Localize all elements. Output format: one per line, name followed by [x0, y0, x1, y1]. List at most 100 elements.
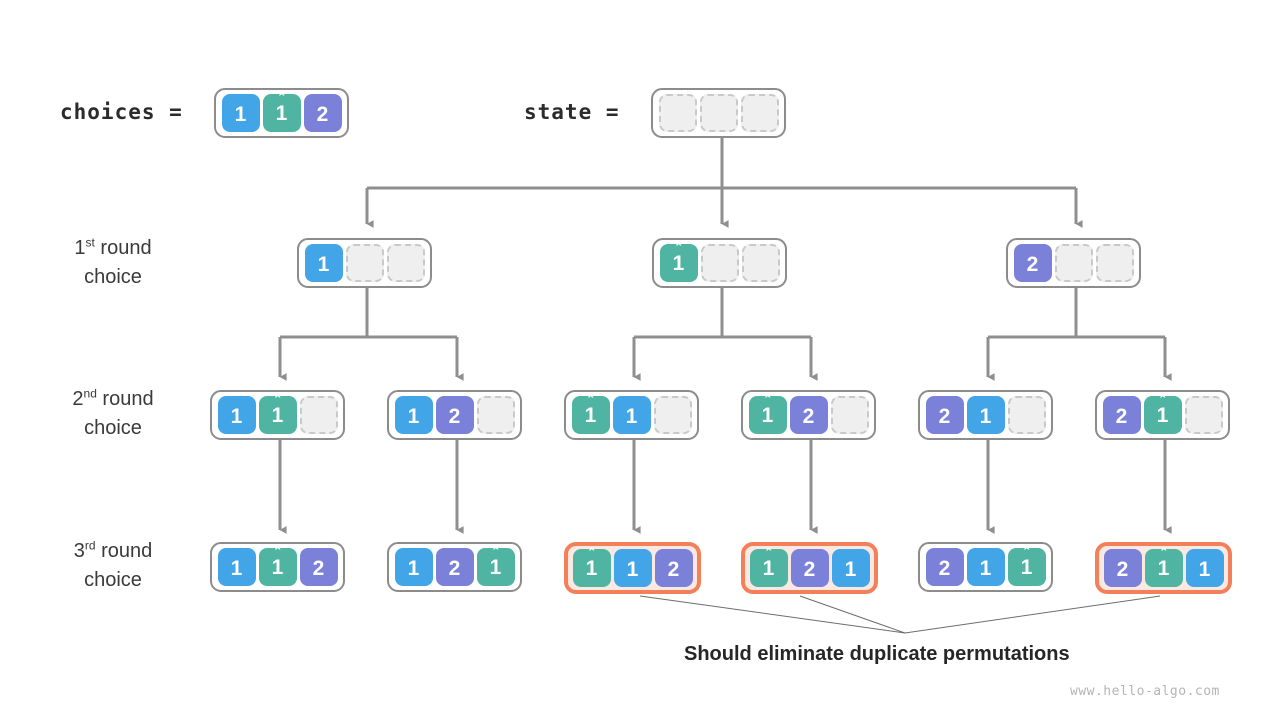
caret-hat-icon: ˆ	[1160, 392, 1165, 410]
state-cell-0	[658, 94, 697, 132]
cell-value: 1	[234, 102, 247, 126]
node-r1-c1-cell-1	[345, 244, 384, 282]
cell-value: 1	[585, 556, 598, 580]
cell-value: 1	[271, 403, 284, 427]
node-r2-c5-cell-1: 1	[966, 396, 1005, 434]
node-r3-c5-cell-1: 1	[966, 548, 1005, 586]
cell-value: 1	[271, 555, 284, 579]
node-r2-c3-cell-2	[653, 396, 692, 434]
node-r2-c1-cell-0: 1	[217, 396, 256, 434]
cell-value: 1	[407, 404, 420, 428]
cell-value: 1	[489, 555, 502, 579]
row1-suffix: st	[85, 235, 95, 250]
cell-value: 2	[802, 404, 815, 428]
cell-value: 1	[275, 101, 288, 125]
caret-hat-icon: ˆ	[275, 392, 280, 410]
cell-value: 1	[762, 556, 775, 580]
caret-hat-icon: ˆ	[279, 90, 284, 108]
cell-value: 1	[230, 556, 243, 580]
node-r3-c5-cell-0: 2	[925, 548, 964, 586]
node-r3-c6-cell-2: 1	[1185, 549, 1224, 587]
row1-text-b: choice	[84, 266, 142, 288]
caret-hat-icon: ˆ	[589, 545, 594, 563]
caret-hat-icon: ˆ	[765, 392, 770, 410]
node-r3-c4-cell-1: 2	[790, 549, 829, 587]
cell-value: 1	[672, 251, 685, 275]
caret-hat-icon: ˆ	[588, 392, 593, 410]
cell-value: 1	[844, 557, 857, 581]
cell-value: 2	[448, 556, 461, 580]
node-r1-c1-cell-0: 1	[304, 244, 343, 282]
annotation-caption: Should eliminate duplicate permutations	[684, 643, 1070, 665]
cell-value: 2	[667, 557, 680, 581]
node-r1-c3-cell-2	[1095, 244, 1134, 282]
row-label-1: 1st round choice	[23, 234, 203, 292]
node-r3-c6-cell-0: 2	[1103, 549, 1142, 587]
node-r3-c2-cell-0: 1	[394, 548, 433, 586]
caret-hat-icon: ˆ	[275, 544, 280, 562]
row2-ordinal: 2	[72, 388, 84, 410]
state-cell-2	[740, 94, 779, 132]
node-r2-c2-cell-1: 2	[435, 396, 474, 434]
cell-value: 2	[448, 404, 461, 428]
cell-value: 1	[1157, 556, 1170, 580]
node-r1-c3: 2	[1006, 238, 1141, 288]
cell-value: 1	[584, 403, 597, 427]
node-r3-c3-cell-2: 2	[654, 549, 693, 587]
choices-cell-2: 2	[303, 94, 342, 132]
node-r1-c2-cell-1	[700, 244, 739, 282]
cell-value: 1	[1198, 557, 1211, 581]
node-r2-c4-cell-1: 2	[789, 396, 828, 434]
caret-hat-icon: ˆ	[1024, 544, 1029, 562]
state-label: state =	[524, 100, 620, 124]
caret-hat-icon: ˆ	[1161, 545, 1166, 563]
node-r1-c1-cell-2	[386, 244, 425, 282]
node-r2-c4-cell-2	[830, 396, 869, 434]
row1-ordinal: 1	[74, 237, 86, 259]
cell-value: 1	[1156, 403, 1169, 427]
row-label-3: 3rd round choice	[23, 537, 203, 595]
cell-value: 1	[407, 556, 420, 580]
node-r1-c3-cell-0: 2	[1013, 244, 1052, 282]
cell-value: 2	[312, 556, 325, 580]
row1-text-a: round	[94, 237, 152, 259]
node-r1-c2-cell-2	[741, 244, 780, 282]
node-r3-c3-cell-1: 1	[613, 549, 652, 587]
cell-value: 1	[761, 403, 774, 427]
node-r2-c5-cell-2	[1007, 396, 1046, 434]
node-r2-c1-cell-2	[299, 396, 338, 434]
node-r2-c5-cell-0: 2	[925, 396, 964, 434]
node-r1-c1: 1	[297, 238, 432, 288]
row2-text-b: choice	[84, 417, 142, 439]
node-r1-c3-cell-1	[1054, 244, 1093, 282]
cell-value: 2	[938, 556, 951, 580]
node-r2-c2-cell-2	[476, 396, 515, 434]
caret-hat-icon: ˆ	[676, 240, 681, 258]
